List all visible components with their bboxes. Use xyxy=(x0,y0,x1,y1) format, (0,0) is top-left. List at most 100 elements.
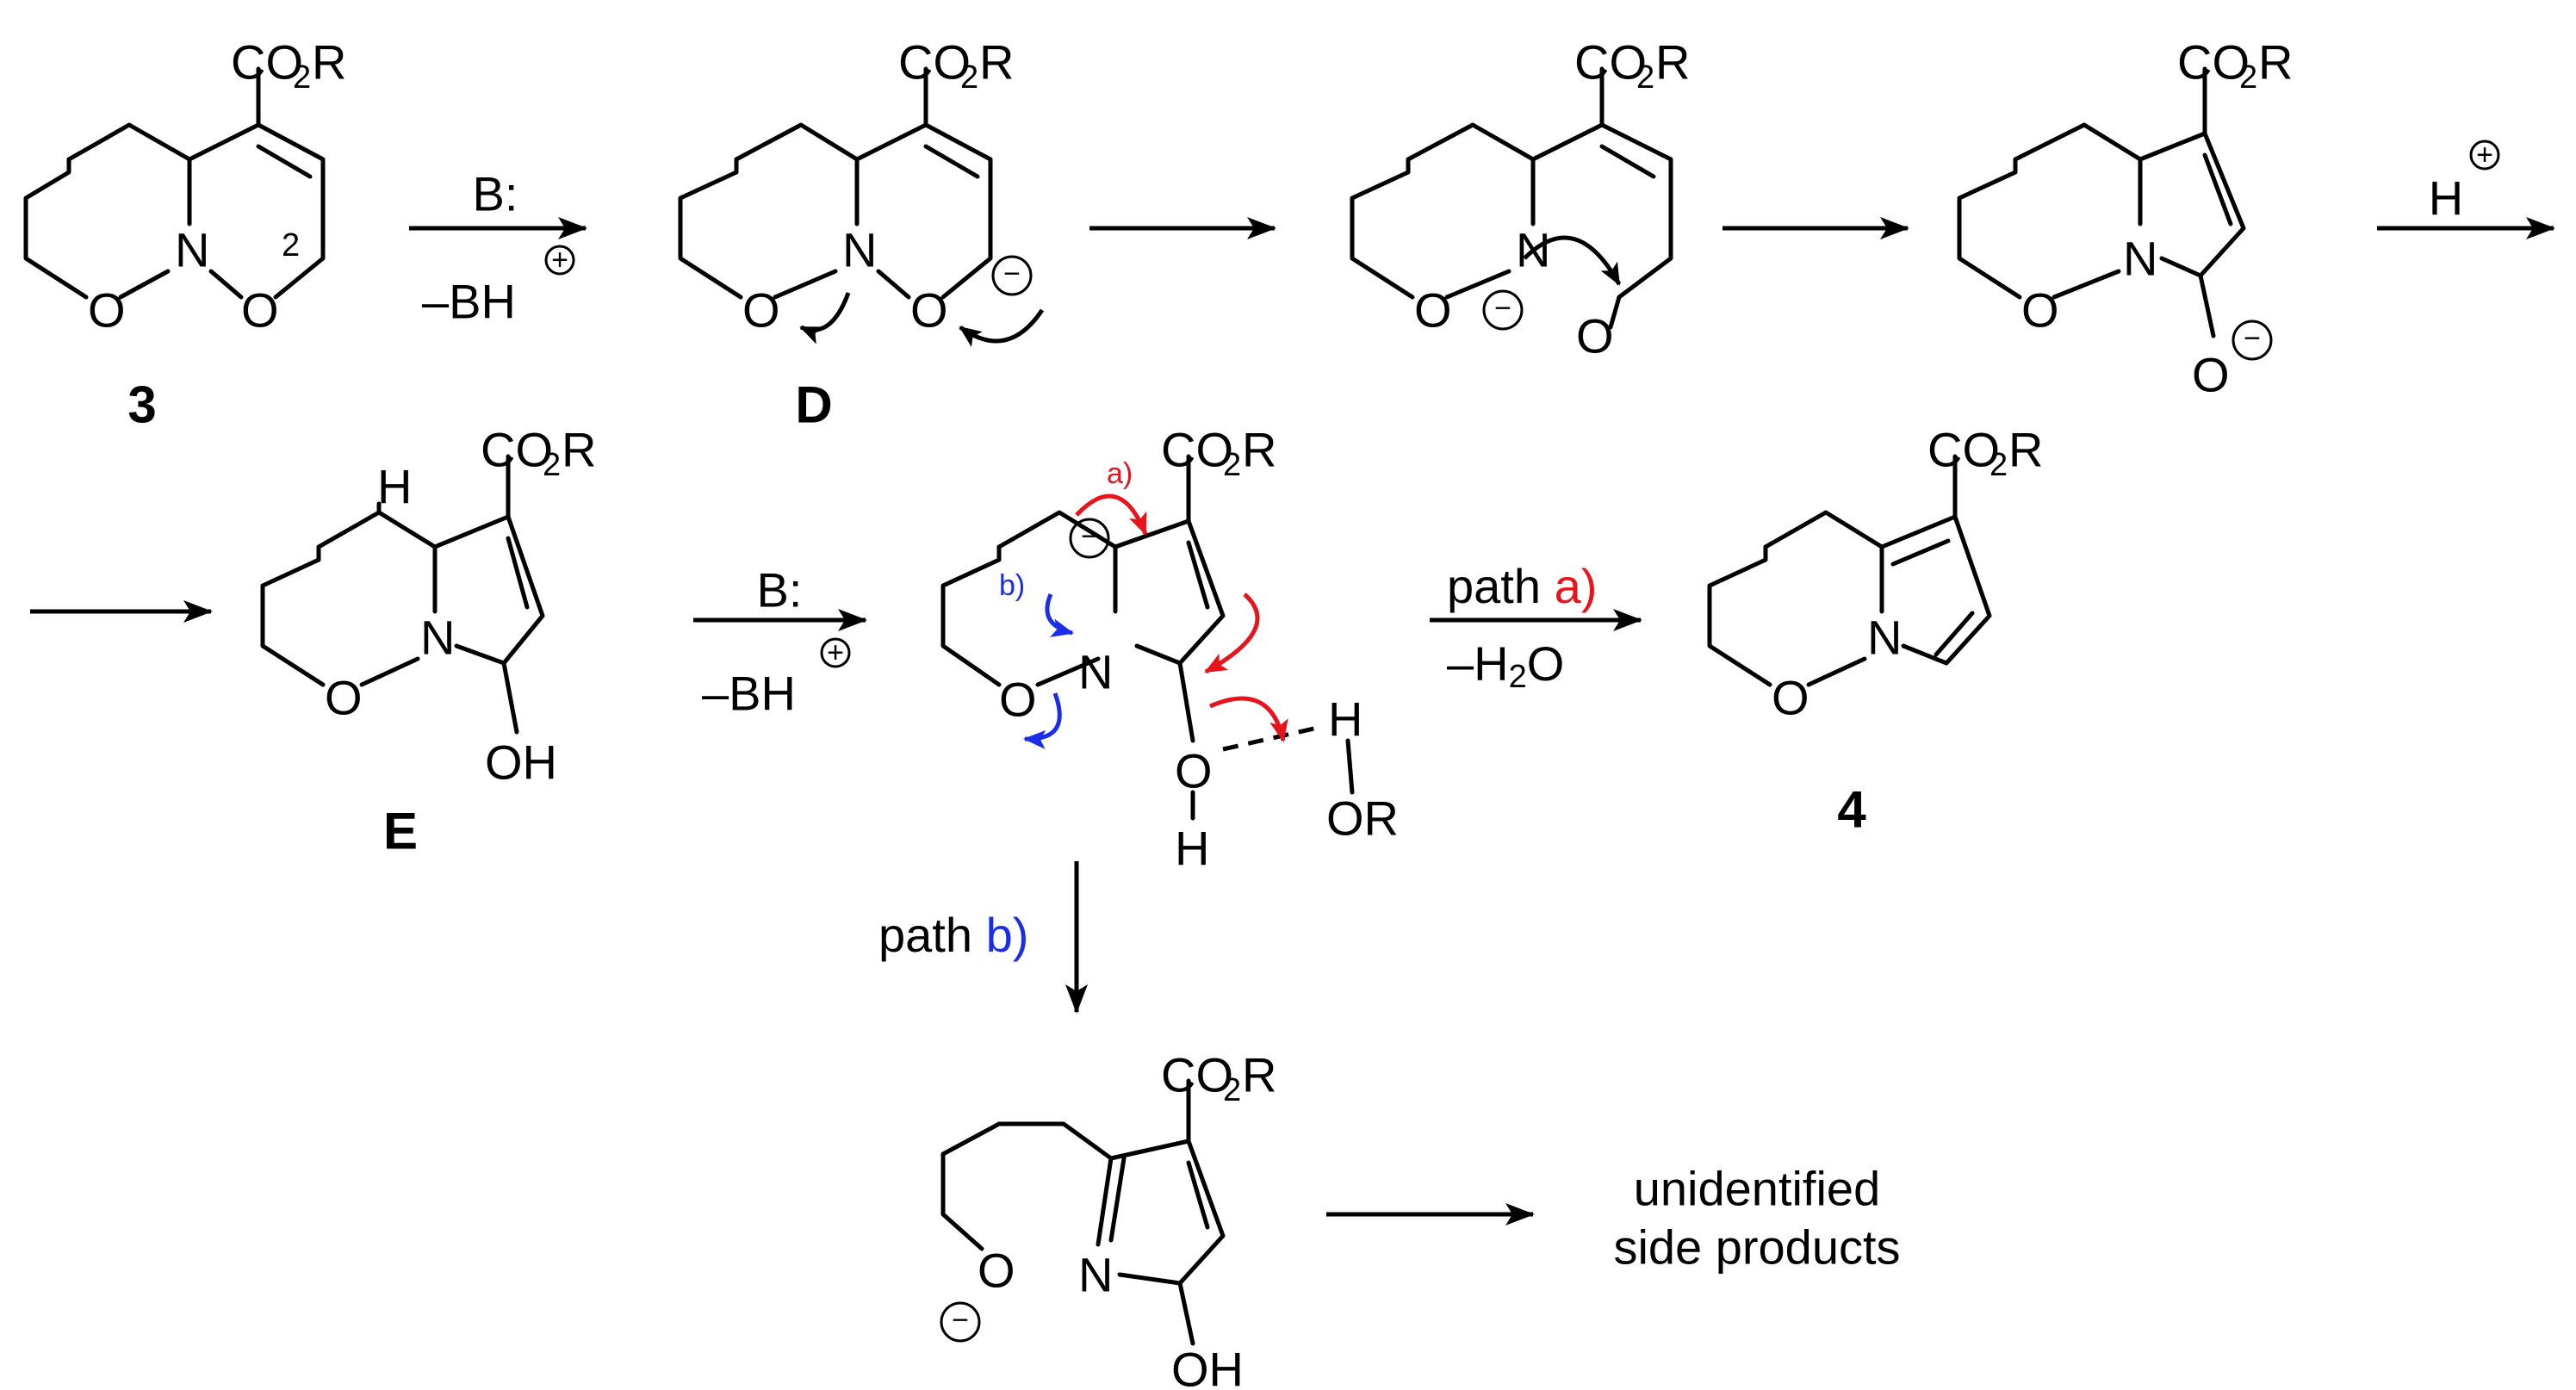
oxygen-label: O xyxy=(88,283,126,338)
svg-text:H: H xyxy=(1175,822,1209,876)
svg-text:N: N xyxy=(842,223,877,277)
reagent-proton: H xyxy=(2429,171,2463,226)
svg-text:2: 2 xyxy=(543,447,561,483)
svg-text:N: N xyxy=(1078,645,1113,699)
svg-text:R: R xyxy=(562,423,596,477)
reaction-arrow-protonation: H + xyxy=(2377,139,2555,239)
svg-text:R: R xyxy=(979,35,1014,90)
intermediate-alkoxide: CO 2 R N O O − xyxy=(1957,35,2293,402)
svg-text:CO: CO xyxy=(1161,423,1233,477)
negative-charge-icon xyxy=(2231,320,2273,361)
svg-text:N: N xyxy=(420,611,455,665)
svg-text:O: O xyxy=(1576,309,1614,363)
svg-text:O: O xyxy=(1772,671,1809,725)
reaction-arrow-path-a: path a) –H2O xyxy=(1430,559,1642,696)
svg-text:R: R xyxy=(2008,423,2043,477)
curved-arrow-icon xyxy=(1204,593,1260,674)
reaction-arrow-base: B: –BH + xyxy=(409,167,587,329)
carbanion-intermediate: CO 2 R N O O H H OR − a) b) xyxy=(940,423,1399,876)
side-products-label-line1: unidentified xyxy=(1634,1162,1880,1216)
reagent-base: B: xyxy=(473,167,518,221)
reaction-arrow-base-2: B: –BH + xyxy=(693,563,867,721)
intermediate-open-aldehyde: CO 2 R N O O − xyxy=(1350,35,1690,363)
path-b-label: path b) xyxy=(878,908,1028,962)
negative-charge-icon xyxy=(940,1301,981,1343)
svg-text:CO: CO xyxy=(1161,1048,1233,1102)
svg-text:O: O xyxy=(999,673,1037,727)
svg-text:2: 2 xyxy=(1989,447,2008,483)
svg-text:−: − xyxy=(1494,292,1511,325)
curved-arrow-icon xyxy=(1023,692,1062,749)
ring-opened-intermediate: CO 2 R N O OH − xyxy=(940,1048,1276,1390)
negative-charge-icon xyxy=(1482,289,1524,331)
negative-charge-icon xyxy=(991,255,1033,296)
svg-text:R: R xyxy=(2258,35,2293,90)
svg-text:O: O xyxy=(2021,283,2059,338)
svg-text:CO: CO xyxy=(898,35,971,90)
positive-charge-icon xyxy=(820,637,851,668)
compound-E-structure: H CO 2 R N O OH xyxy=(260,423,596,790)
curved-arrow-icon xyxy=(959,308,1045,348)
path-a-tag: a) xyxy=(1107,457,1133,490)
negative-charge-icon xyxy=(1069,518,1110,559)
svg-text:2: 2 xyxy=(2239,59,2257,96)
compound-label-E: E xyxy=(383,803,418,860)
svg-text:−: − xyxy=(952,1304,969,1337)
svg-text:O: O xyxy=(910,283,948,338)
svg-text:2: 2 xyxy=(960,59,978,96)
curved-arrow-icon xyxy=(799,292,851,344)
svg-text:B:: B: xyxy=(757,563,803,617)
svg-text:H: H xyxy=(1328,692,1362,747)
svg-text:O: O xyxy=(2192,348,2230,402)
compound-label-D: D xyxy=(795,376,832,434)
path-b-tag: b) xyxy=(999,569,1025,602)
position-2-label: 2 xyxy=(282,227,300,264)
path-a-label: path a) xyxy=(1447,559,1597,613)
curved-arrow-icon xyxy=(1075,493,1148,536)
svg-text:O: O xyxy=(1175,744,1213,798)
svg-text:2: 2 xyxy=(1223,1072,1241,1108)
water-loss-label: –H2O xyxy=(1447,636,1564,696)
positive-charge-icon xyxy=(544,245,575,276)
svg-text:O: O xyxy=(978,1244,1015,1298)
svg-text:2: 2 xyxy=(293,59,311,96)
reaction-arrow-path-b: path b) xyxy=(878,861,1088,1014)
svg-text:O: O xyxy=(1414,283,1452,338)
compound-D-structure: CO 2 R N O O − xyxy=(678,35,1045,348)
curved-arrow-icon xyxy=(1209,696,1288,742)
reagent-conjugate-acid: –BH xyxy=(422,275,516,329)
curved-arrow-icon xyxy=(1523,235,1622,286)
svg-text:–BH: –BH xyxy=(702,667,796,721)
hydroxyl-label: OH xyxy=(485,735,557,790)
svg-text:CO: CO xyxy=(1927,423,2000,477)
svg-text:−: − xyxy=(2244,322,2261,355)
svg-text:R: R xyxy=(1655,35,1690,90)
svg-text:2: 2 xyxy=(1636,59,1654,96)
svg-text:+: + xyxy=(2476,139,2493,171)
compound-4-structure: CO 2 R N O xyxy=(1707,423,2043,725)
side-products-label-line2: side products xyxy=(1613,1220,1900,1275)
svg-text:N: N xyxy=(1078,1248,1113,1302)
svg-text:−: − xyxy=(1081,520,1098,553)
svg-text:+: + xyxy=(551,244,568,276)
svg-text:2: 2 xyxy=(1223,447,1241,483)
svg-text:CO: CO xyxy=(481,423,553,477)
positive-charge-icon xyxy=(2469,140,2500,171)
oxygen-label: O xyxy=(241,283,279,338)
compound-3-structure: CO 2 R N O O 2 xyxy=(23,35,346,338)
svg-text:O: O xyxy=(742,283,780,338)
nitrogen-label: N xyxy=(175,223,209,277)
co2r-label: CO xyxy=(231,35,303,90)
svg-text:N: N xyxy=(2123,232,2157,286)
curved-arrow-icon xyxy=(1045,593,1074,637)
svg-text:O: O xyxy=(325,671,363,725)
svg-text:R: R xyxy=(312,35,346,90)
svg-text:CO: CO xyxy=(2177,35,2250,90)
svg-text:+: + xyxy=(827,636,844,669)
svg-text:R: R xyxy=(1242,423,1276,477)
svg-text:OH: OH xyxy=(1171,1343,1244,1390)
alcohol-label: OR xyxy=(1326,791,1399,846)
hydrogen-label: H xyxy=(377,460,412,514)
svg-text:CO: CO xyxy=(1574,35,1647,90)
